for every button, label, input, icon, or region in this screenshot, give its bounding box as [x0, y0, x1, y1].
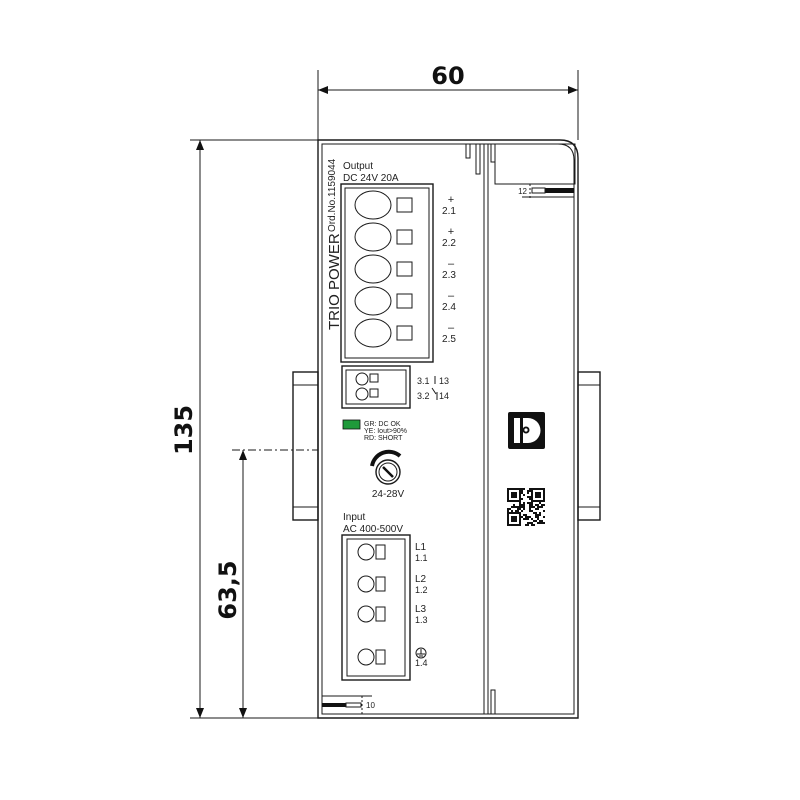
input-title: Input	[343, 512, 365, 523]
brand-label: TRIO POWER	[326, 233, 343, 330]
led-legend-line: YE: Iout>90%	[364, 428, 407, 435]
input-terminal[interactable]: 1.4	[357, 647, 428, 668]
input-rating: AC 400-500V	[343, 524, 403, 535]
terminal-screw	[357, 648, 375, 666]
width-label: 60	[431, 62, 464, 90]
terminal-release	[375, 649, 386, 665]
terminal-polarity: –	[448, 258, 455, 270]
terminal-release	[396, 229, 413, 245]
terminal-label: 1.1	[415, 553, 428, 563]
terminal-label: 1.2	[415, 585, 428, 595]
led-legend-line: RD: SHORT	[364, 435, 403, 442]
output-title: Output	[343, 161, 373, 172]
terminal-label: 2.1	[442, 206, 456, 217]
output-terminal[interactable]: –2.4	[354, 286, 456, 316]
rail-height-label: 63,5	[214, 560, 242, 619]
dimension-height: 135	[170, 139, 318, 719]
terminal-release	[396, 293, 413, 309]
input-terminal[interactable]: L11.1	[357, 542, 428, 563]
status-led	[342, 419, 361, 430]
brand-logo-icon	[508, 412, 545, 449]
dimension-rail: 63,5	[214, 449, 318, 718]
terminal-screw	[354, 318, 392, 348]
relay-contact-b: 14	[439, 391, 449, 401]
relay-contact-a: 3.2	[417, 391, 430, 401]
order-number: Ord.No.1159044	[327, 158, 338, 232]
terminal-polarity: +	[448, 194, 454, 206]
relay-contacts: 3.1 13 3.2 14	[417, 376, 449, 401]
terminal-name: L1	[415, 542, 427, 553]
potentiometer-range: 24-28V	[372, 489, 405, 500]
relay-contact-b: 13	[439, 376, 449, 386]
strip-length-top: 12	[518, 184, 574, 198]
output-terminal[interactable]: –2.5	[354, 318, 456, 348]
output-terminal[interactable]: +2.2	[354, 222, 456, 252]
qr-code	[507, 488, 545, 526]
strip-length-bottom: 10	[322, 695, 375, 714]
terminal-screw	[357, 543, 375, 561]
output-terminal-block	[340, 183, 434, 363]
input-terminal[interactable]: L21.2	[357, 574, 428, 595]
terminal-release	[396, 197, 413, 213]
terminal-screw	[354, 286, 392, 316]
terminal-label: 2.5	[442, 334, 456, 345]
height-label: 135	[170, 405, 198, 455]
terminal-release	[396, 261, 413, 277]
terminal-label: 1.3	[415, 615, 428, 625]
relay-terminal-block	[341, 365, 411, 409]
potentiometer[interactable]	[370, 449, 402, 485]
din-rail-clip-left	[292, 371, 319, 521]
led-legend-line: GR: DC OK	[364, 421, 401, 428]
din-rail-clip-right	[577, 371, 601, 521]
terminal-label: 2.3	[442, 270, 456, 281]
output-terminal[interactable]: –2.3	[354, 254, 456, 284]
terminal-release	[375, 576, 386, 592]
terminal-release	[375, 606, 386, 622]
output-terminal[interactable]: +2.1	[354, 190, 456, 220]
ground-icon	[415, 647, 427, 659]
strip-top-label: 12	[518, 187, 527, 196]
terminal-name: L2	[415, 574, 427, 585]
output-rating: DC 24V 20A	[343, 173, 399, 184]
terminal-screw	[354, 254, 392, 284]
terminal-label: 2.2	[442, 238, 456, 249]
input-terminal-block	[341, 534, 411, 681]
terminal-polarity: –	[448, 290, 455, 302]
relay-contact-a: 3.1	[417, 376, 430, 386]
terminal-release	[396, 325, 413, 341]
input-terminal[interactable]: L31.3	[357, 604, 428, 625]
dimension-width: 60	[317, 62, 579, 140]
terminal-label: 1.4	[415, 658, 428, 668]
terminal-screw	[354, 190, 392, 220]
terminal-name: L3	[415, 604, 427, 615]
terminal-label: 2.4	[442, 302, 456, 313]
terminal-screw	[354, 222, 392, 252]
terminal-polarity: –	[448, 322, 455, 334]
terminal-polarity: +	[448, 226, 454, 238]
terminal-release	[375, 544, 386, 560]
terminal-screw	[357, 605, 375, 623]
strip-bottom-label: 10	[366, 701, 375, 710]
housing	[317, 139, 579, 719]
terminal-screw	[357, 575, 375, 593]
